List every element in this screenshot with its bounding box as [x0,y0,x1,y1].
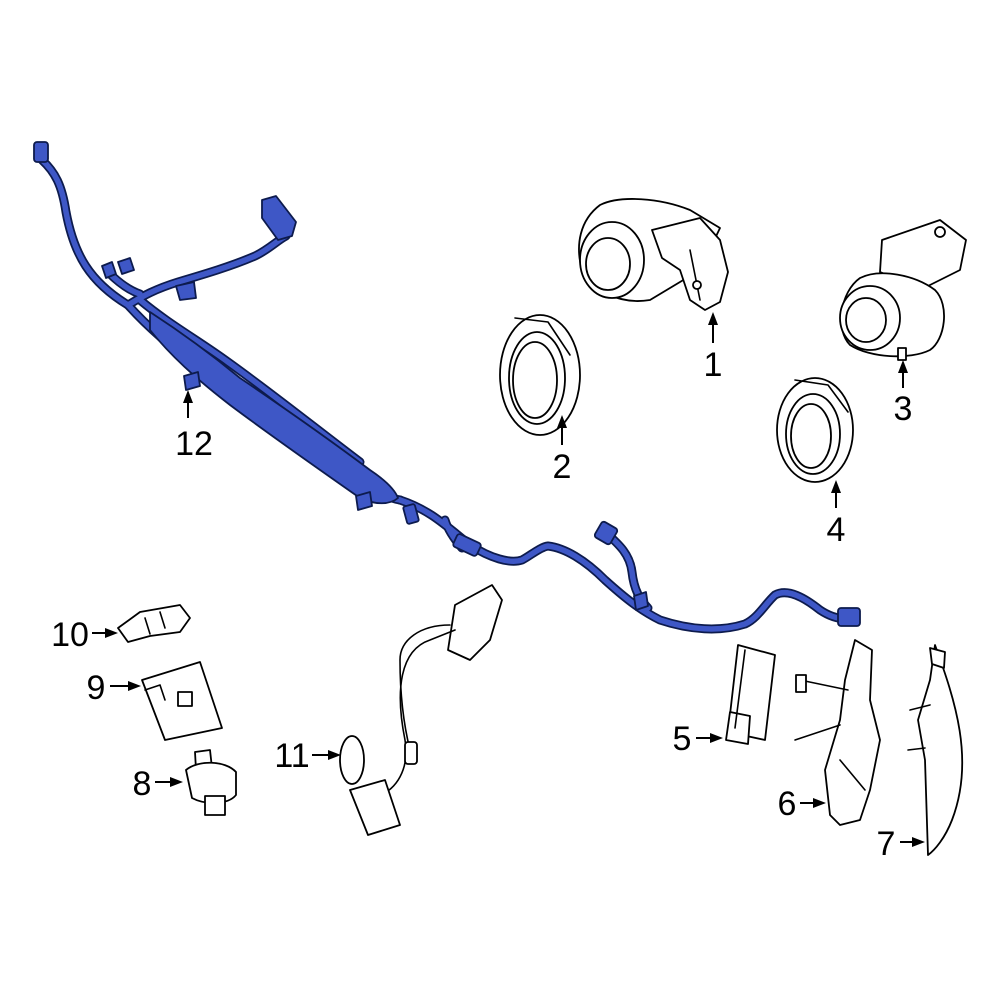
callout-1: 1 [704,346,723,384]
callout-4: 4 [827,511,846,549]
callout-3: 3 [894,390,913,428]
sensor-ring-part-2[interactable] [499,314,581,436]
callout-11: 11 [274,737,309,775]
callout-12: 12 [175,425,213,463]
sensor-ring-part-4[interactable] [776,377,854,483]
wiring-harness[interactable] [33,141,861,634]
harness-clip [175,281,197,301]
callout-8: 8 [133,765,152,803]
parking-sensor-part-1[interactable] [578,198,729,311]
parking-sensor-part-3[interactable] [839,219,967,361]
holder-part-9[interactable] [141,661,223,741]
harness-connector [261,195,297,241]
harness-connector [593,520,619,546]
harness-sleeve [149,311,399,505]
sensor-harness-part-11[interactable] [339,584,503,836]
callout-10: 10 [51,616,89,654]
callout-arrows [92,312,925,847]
clip-part-10[interactable] [117,604,191,643]
module-part-5[interactable] [725,644,776,745]
bracket-part-6[interactable] [794,639,881,826]
harness-wires-core [39,157,855,632]
callout-7: 7 [877,825,896,863]
callout-6: 6 [778,785,797,823]
callout-2: 2 [553,448,572,486]
harness-clip [117,257,135,275]
harness-clip [183,371,201,391]
harness-clip [633,591,649,611]
callout-9: 9 [87,669,106,707]
harness-connector [837,607,861,627]
harness-connector [33,141,49,163]
callout-labels: 1 2 3 4 5 6 7 8 9 10 11 12 [51,346,912,863]
harness-connector [402,503,420,525]
sensor-part-8[interactable] [185,749,237,816]
harness-clip [355,491,373,511]
callout-5: 5 [673,720,692,758]
bracket-part-7[interactable] [907,644,964,856]
harness-connector [452,533,482,557]
harness-clip [101,261,117,279]
harness-wires-outline [37,155,857,634]
